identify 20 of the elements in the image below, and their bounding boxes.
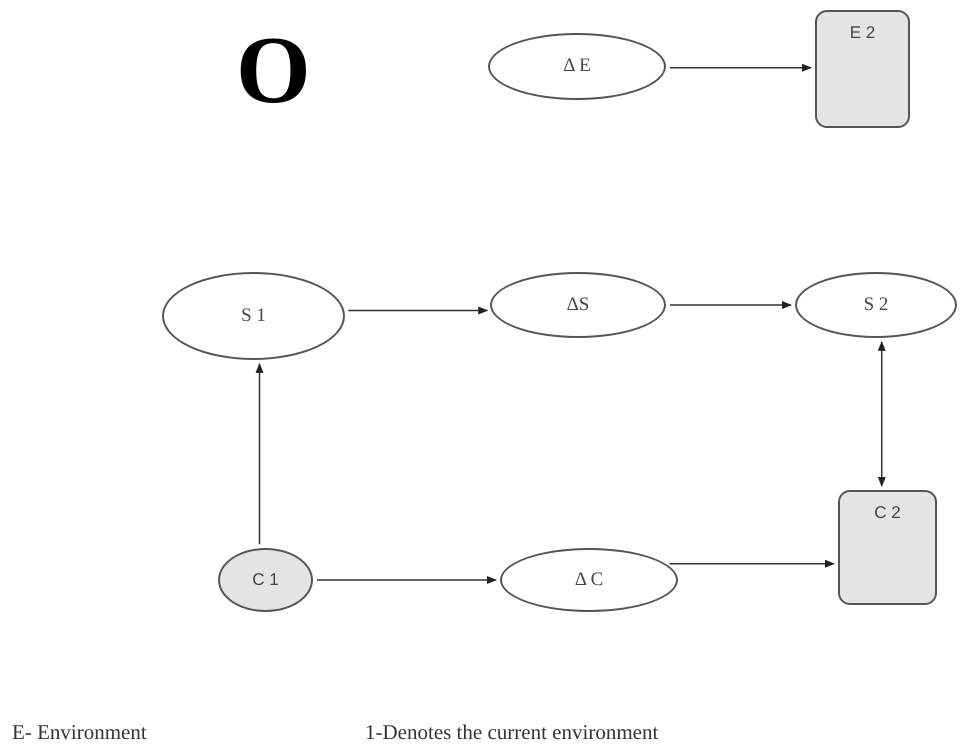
node-label: S 1	[241, 304, 266, 328]
rounded-box	[838, 490, 937, 605]
legend-note: E- Environment	[12, 722, 147, 743]
node-label: Δ E	[563, 54, 591, 78]
node-label: Δ C	[574, 568, 604, 592]
arrow	[348, 306, 488, 314]
arrow	[878, 340, 886, 487]
arrow	[317, 576, 497, 584]
node-label: C 2	[874, 502, 901, 524]
node-label: E 2	[850, 22, 876, 44]
arrow	[670, 301, 792, 309]
letter-label: O	[236, 22, 311, 118]
node-label: ΔS	[566, 292, 590, 317]
legend-note: 1-Denotes the current environment	[365, 722, 658, 743]
arrow	[670, 560, 835, 568]
arrow	[256, 362, 264, 544]
node-label: C 1	[252, 569, 279, 592]
node-label: S 2	[864, 292, 888, 317]
arrow	[670, 64, 812, 72]
rounded-box	[815, 10, 910, 128]
